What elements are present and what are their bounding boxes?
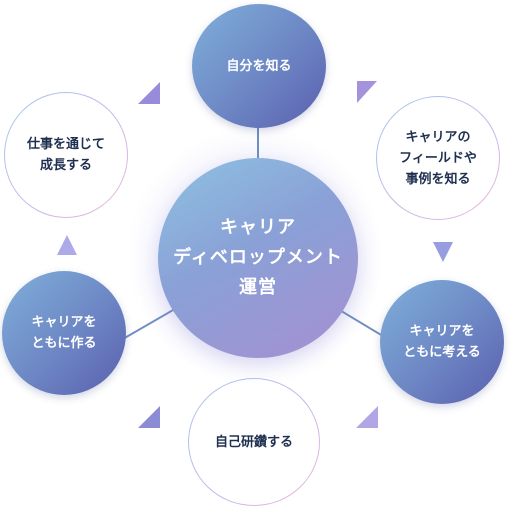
node-grow-through-work: 仕事を通じて 成長する (4, 92, 128, 218)
node-self-improvement-label: 自己研鑽する (214, 434, 293, 450)
node-grow-through-work-label: 仕事を通じて 成長する (26, 137, 105, 173)
arrow-left-up (57, 235, 77, 255)
node-know-career-fields: キャリアの フィールドや 事例を知る (376, 96, 500, 220)
node-build-career-together-label: キャリアを ともに作る (31, 315, 97, 351)
node-know-yourself: 自分を知る (192, 4, 326, 128)
node-know-career-fields-label: キャリアの フィールドや 事例を知る (399, 129, 477, 187)
arrow-top-right (357, 81, 377, 103)
node-think-career-together-label: キャリアを ともに考える (403, 324, 481, 360)
center-circle: キャリア ディベロップメント 運営 (158, 158, 358, 358)
arrow-right-down (433, 242, 453, 262)
node-think-career-together: キャリアを ともに考える (380, 280, 504, 404)
node-know-yourself-label: 自分を知る (226, 58, 292, 74)
arrow-top-left (138, 82, 160, 104)
arrow-bottom-right (356, 406, 378, 428)
arrow-bottom-left (138, 406, 160, 428)
node-build-career-together: キャリアを ともに作る (2, 271, 126, 395)
node-self-improvement: 自己研鑽する (188, 378, 320, 506)
center-label: キャリア ディベロップメント 運営 (173, 217, 343, 298)
